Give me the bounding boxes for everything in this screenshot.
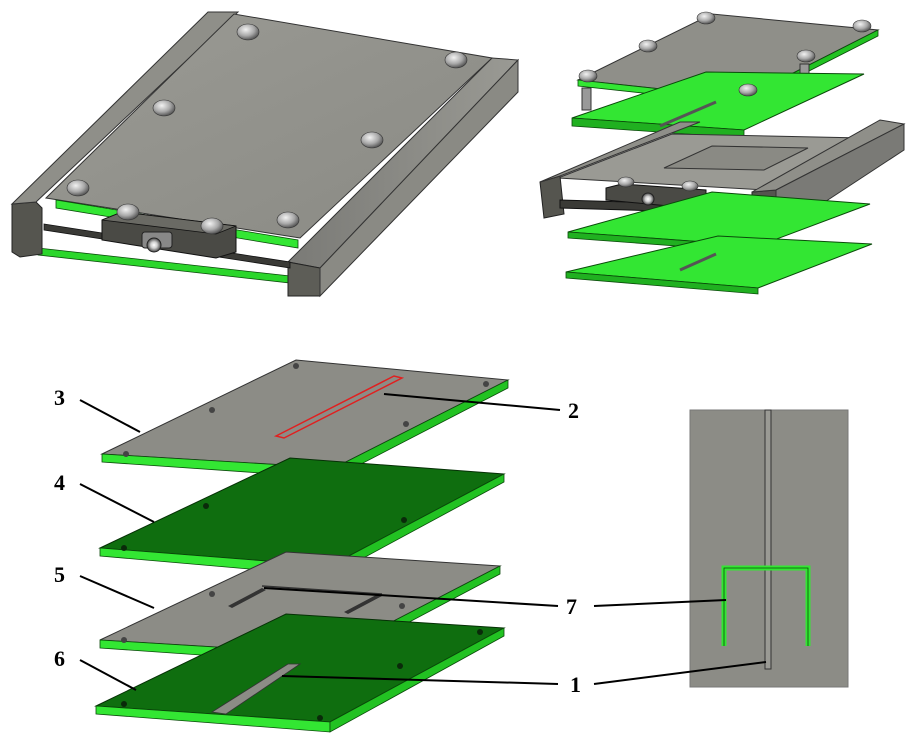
left-rail (11, 201, 43, 258)
screw-heads (66, 23, 468, 235)
connector-knob-icon (146, 237, 162, 253)
assembled-fixture (10, 11, 520, 298)
layer-4-dark-green-board (98, 457, 506, 577)
label-6: 6 (54, 646, 65, 671)
red-slot-outline (273, 375, 405, 439)
label-3: 3 (54, 385, 65, 410)
label-4: 4 (54, 470, 65, 495)
layer-3-top-plate (100, 359, 510, 479)
label-1: 1 (570, 672, 581, 697)
label-5: 5 (54, 562, 65, 587)
label-2: 2 (568, 398, 579, 423)
exploded-layers (94, 359, 510, 733)
microstrip-line (764, 409, 772, 670)
exploded-fixture (539, 11, 906, 295)
top-view-detail (689, 409, 849, 688)
leader-lines (79, 393, 767, 691)
label-7: 7 (566, 594, 577, 619)
